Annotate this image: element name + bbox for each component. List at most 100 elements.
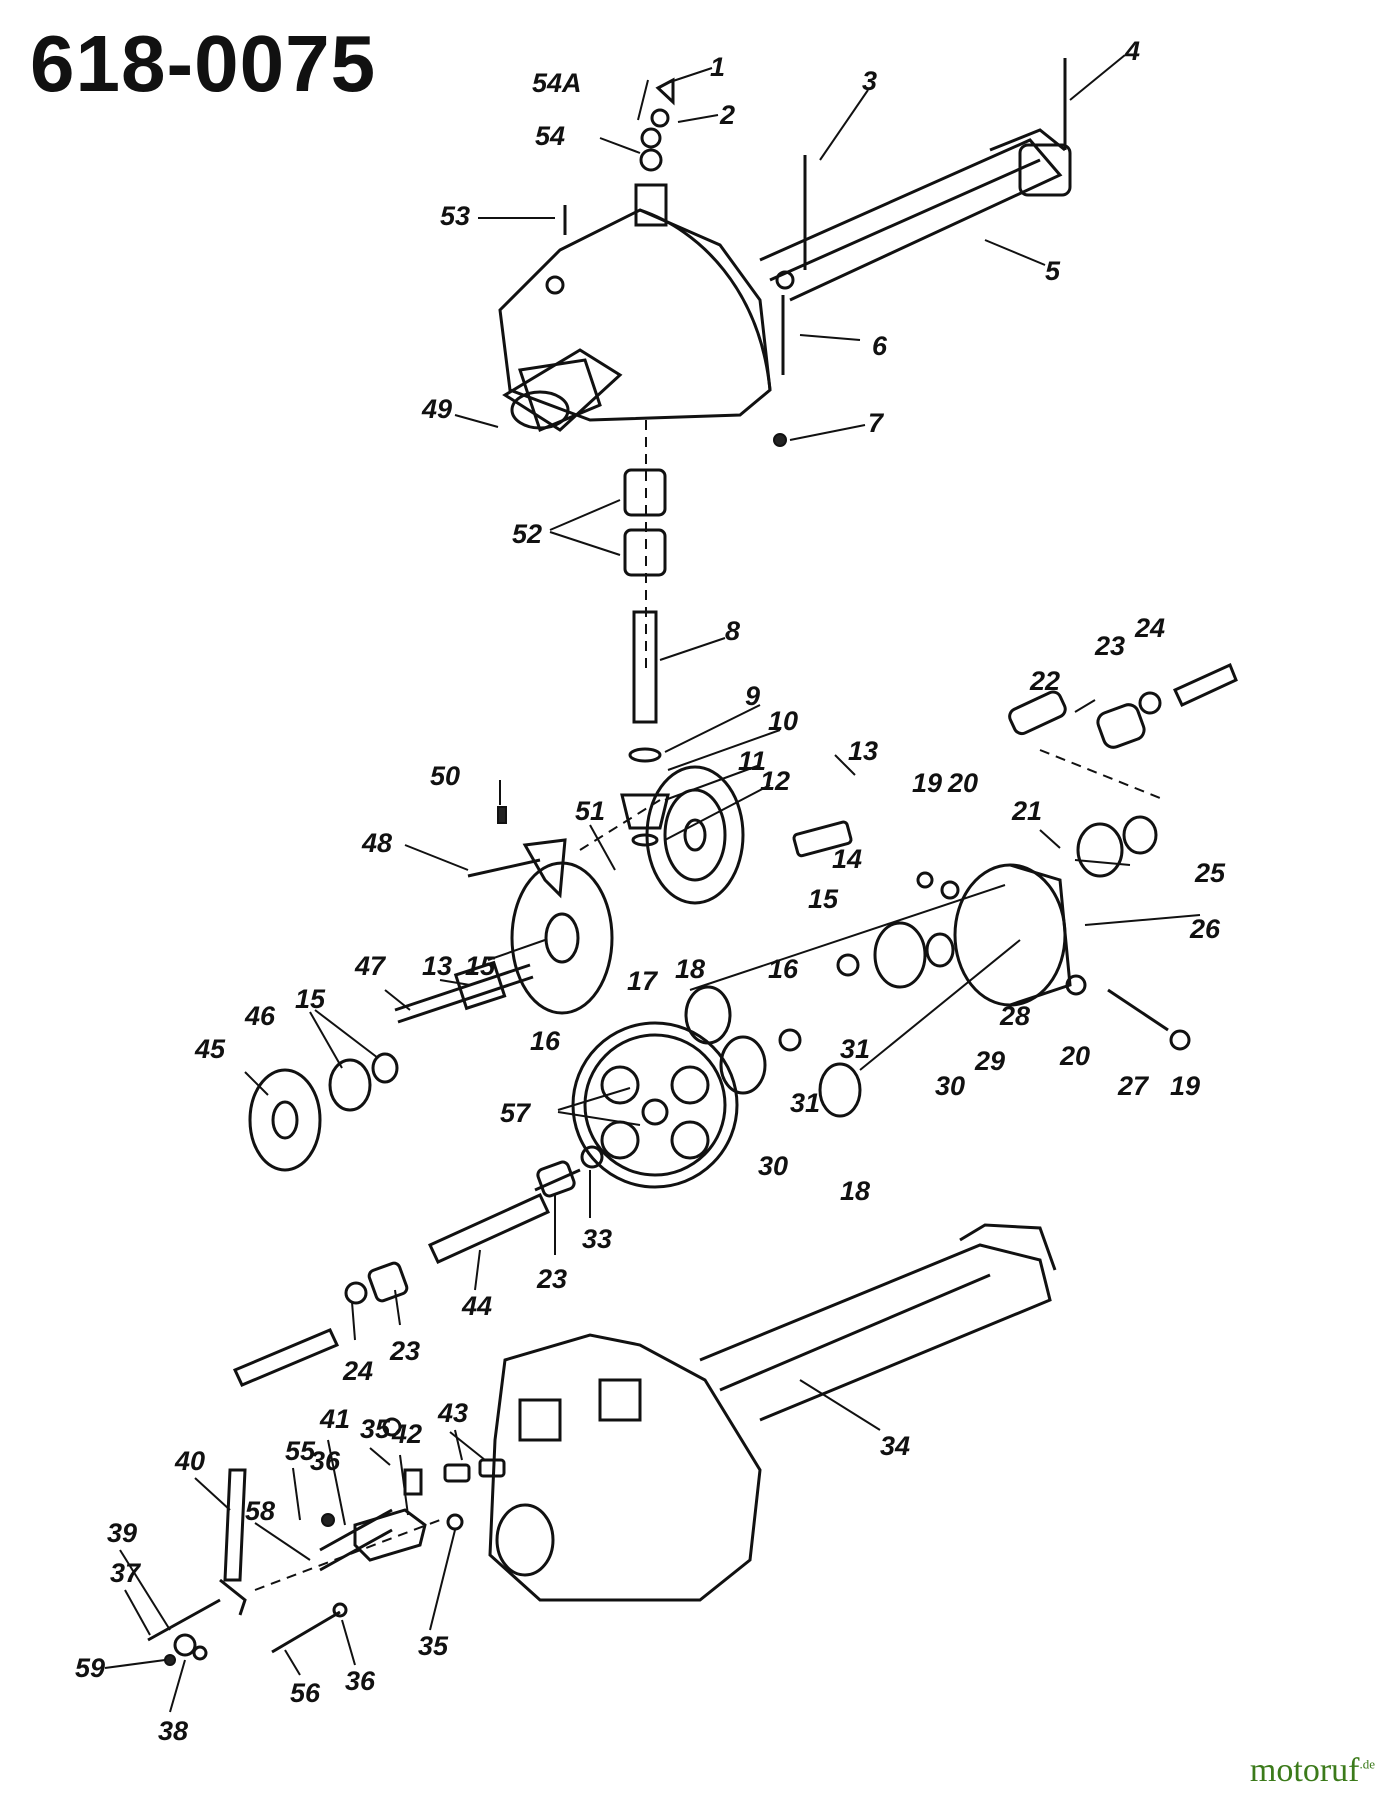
callout-labels: 1 54A 2 54 3 4 53 5 6 7 52 8 9 10 11 12 … (75, 36, 1226, 1746)
label: 5 (1045, 256, 1061, 286)
label: 7 (868, 408, 885, 438)
label: 36 (310, 1446, 341, 1476)
label: 33 (582, 1224, 612, 1254)
label: 11 (738, 746, 766, 776)
label: 30 (935, 1071, 965, 1101)
large-spur-gear (571, 1021, 739, 1189)
label: 24 (342, 1356, 373, 1386)
label: 22 (1029, 666, 1060, 696)
label: 53 (440, 201, 470, 231)
axis-line (689, 884, 1006, 991)
label: 50 (430, 761, 460, 791)
label: 24 (1134, 613, 1165, 643)
label: 28 (999, 1001, 1030, 1031)
label: 19 (1170, 1071, 1200, 1101)
label: 40 (174, 1446, 205, 1476)
label: 12 (760, 766, 790, 796)
label: 16 (768, 954, 799, 984)
label: 54A (532, 68, 582, 98)
label: 29 (974, 1046, 1005, 1076)
label: 38 (158, 1716, 188, 1746)
label: 51 (575, 796, 605, 826)
upper-housing (498, 208, 795, 433)
lower-housing-34 (488, 1223, 1057, 1602)
watermark-suffix: .de (1359, 1756, 1375, 1772)
label: 30 (758, 1151, 788, 1181)
axis-line-2 (859, 939, 1021, 1071)
label: 18 (675, 954, 705, 984)
label: 21 (1011, 796, 1042, 826)
label: 14 (832, 844, 862, 874)
small-gears (684, 921, 955, 1118)
label: 35 (360, 1414, 391, 1444)
label: 23 (536, 1264, 567, 1294)
leader-lines (404, 54, 1201, 926)
label: 20 (1059, 1041, 1090, 1071)
label: 36 (345, 1666, 376, 1696)
label: 6 (872, 331, 888, 361)
label: 1 (710, 52, 725, 82)
lower-shaft-44 (232, 1145, 604, 1387)
label: 15 (295, 984, 326, 1014)
label: 54 (535, 121, 565, 151)
label: 52 (512, 519, 542, 549)
right-axis-dash (1039, 749, 1166, 801)
label: 2 (719, 100, 735, 130)
label: 15 (808, 884, 839, 914)
label: 34 (880, 1431, 910, 1461)
label: 23 (1094, 631, 1125, 661)
label: 46 (244, 1001, 276, 1031)
upper-left-arm (502, 348, 623, 432)
label: 58 (245, 1496, 275, 1526)
label: 19 (912, 768, 942, 798)
sleeves-52 (623, 468, 667, 577)
label: 48 (361, 828, 392, 858)
label: 18 (840, 1176, 870, 1206)
label: 13 (848, 736, 878, 766)
label: 45 (194, 1034, 226, 1064)
label: 57 (500, 1098, 532, 1128)
label: 15 (465, 951, 496, 981)
label: 13 (422, 951, 452, 981)
upper-bolts (563, 58, 1067, 447)
label: 10 (768, 706, 798, 736)
shift-fork-48 (467, 806, 567, 899)
label: 25 (1194, 858, 1226, 888)
label: 20 (947, 768, 978, 798)
label: 47 (354, 951, 387, 981)
label: 59 (75, 1653, 105, 1683)
label: 43 (437, 1398, 468, 1428)
bevel-gear-16 (645, 765, 745, 905)
label: 16 (530, 1026, 561, 1056)
label: 35 (418, 1631, 449, 1661)
label: 41 (319, 1404, 350, 1434)
differential-case-28 (916, 815, 1191, 1051)
label: 44 (461, 1291, 492, 1321)
label: 17 (627, 966, 659, 996)
label: 9 (745, 681, 760, 711)
watermark: motoruf.de (1250, 1752, 1375, 1790)
label: 31 (840, 1034, 870, 1064)
watermark-name: motoruf (1249, 1752, 1360, 1789)
label: 8 (725, 616, 740, 646)
leader-lines-lower (104, 939, 881, 1713)
spline-shaft-13 (394, 820, 853, 1024)
label: 3 (862, 66, 877, 96)
label: 42 (391, 1419, 422, 1449)
label: 56 (290, 1678, 321, 1708)
diagram-title: 618-0075 (30, 19, 377, 108)
shift-linkage (147, 1417, 506, 1666)
upper-axle-tube (759, 128, 1072, 302)
right-axle-shaft (1008, 662, 1238, 749)
label: 39 (107, 1518, 137, 1548)
pulley-45 (248, 1052, 399, 1172)
label: 26 (1189, 914, 1221, 944)
label: 31 (790, 1088, 820, 1118)
input-shaft-8 (620, 610, 670, 847)
label: 37 (110, 1558, 142, 1588)
label: 55 (285, 1436, 316, 1466)
label: 49 (421, 394, 452, 424)
label: 27 (1117, 1071, 1150, 1101)
